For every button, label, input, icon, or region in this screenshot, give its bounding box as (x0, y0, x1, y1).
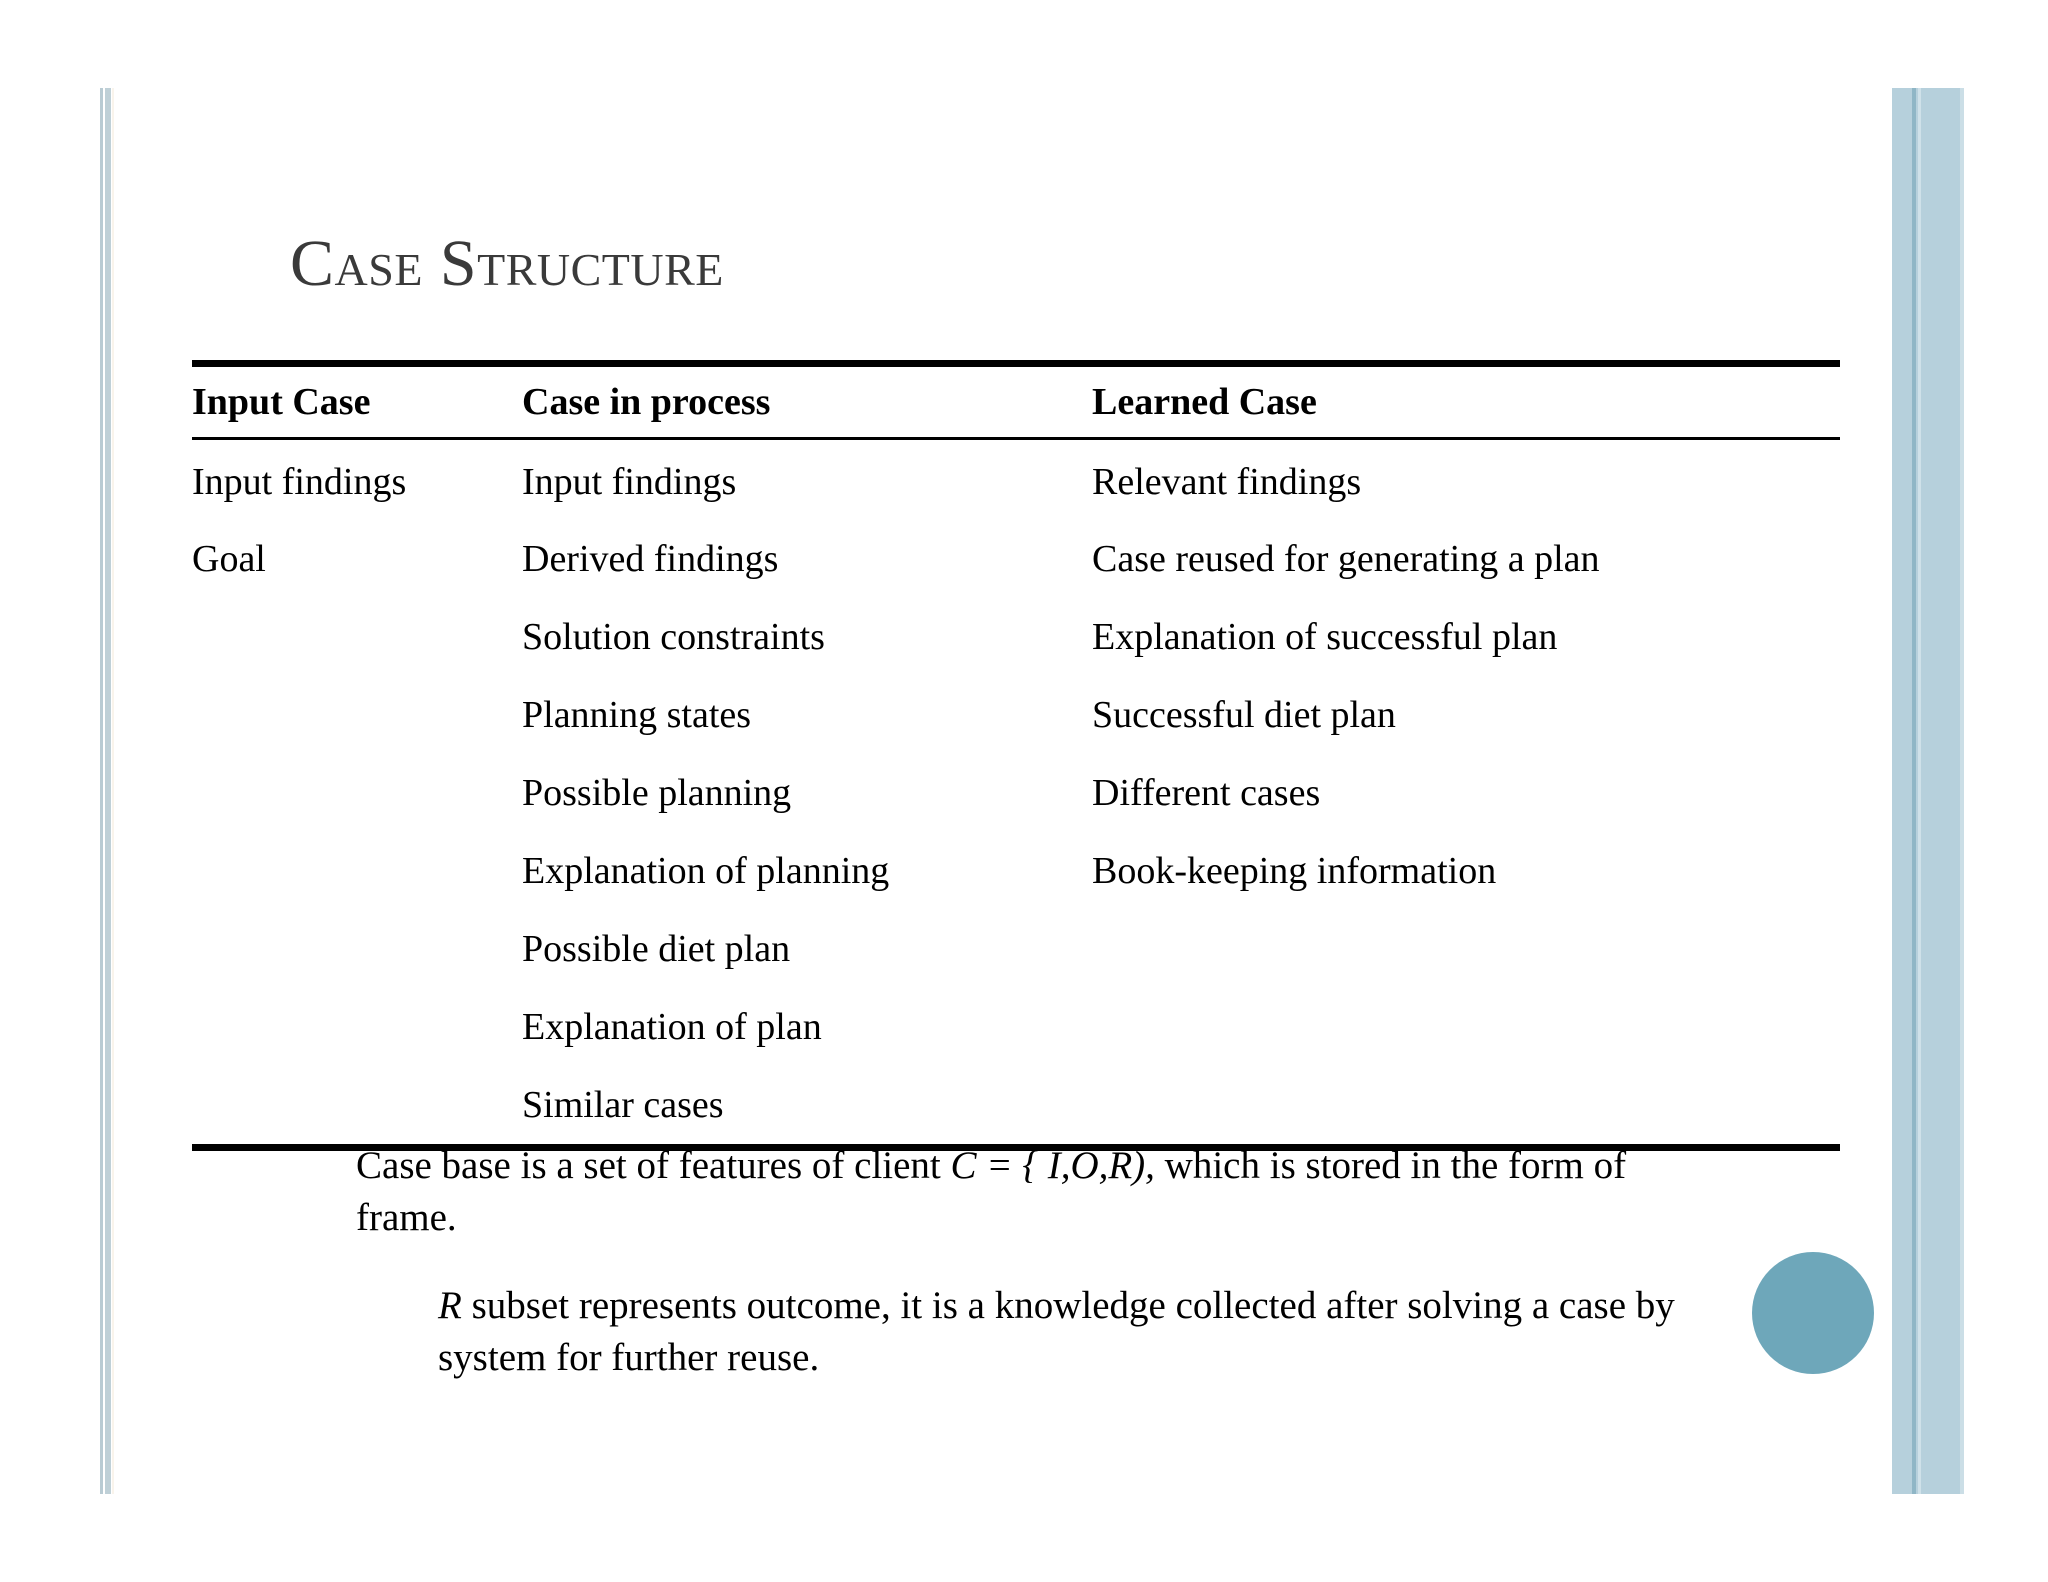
table-row: Goal Derived findings Case reused for ge… (192, 520, 1840, 598)
cell-input-case (192, 676, 522, 754)
table-row: Possible planning Different cases (192, 754, 1840, 832)
right-border-edge (1960, 88, 1964, 1494)
left-border-decoration (100, 88, 114, 1494)
table-row: Input findings Input findings Relevant f… (192, 440, 1840, 520)
table-row: Explanation of planning Book-keeping inf… (192, 832, 1840, 910)
cell-learned-case (1092, 1066, 1840, 1144)
cell-input-case (192, 832, 522, 910)
paragraph2-text: subset represents outcome, it is a knowl… (438, 1284, 1675, 1379)
right-border-rule-dark (1912, 88, 1916, 1494)
table-top-rule (192, 360, 1840, 367)
cell-input-case (192, 598, 522, 676)
paragraph1-text-after: which is stored in the form of frame. (356, 1144, 1627, 1239)
cell-case-in-process: Explanation of planning (522, 850, 890, 892)
paragraph-r-subset: R subset represents outcome, it is a kno… (438, 1280, 1688, 1384)
cell-input-case: Input findings (192, 461, 407, 503)
table-row: Planning states Successful diet plan (192, 676, 1840, 754)
table-row: Similar cases (192, 1066, 1840, 1144)
cell-learned-case: Successful diet plan (1092, 694, 1396, 736)
cell-case-in-process: Solution constraints (522, 616, 825, 658)
cell-learned-case (1092, 910, 1840, 988)
left-border-stripe-a (100, 88, 103, 1494)
column-header-input-case: Input Case (192, 381, 371, 423)
cell-learned-case: Explanation of successful plan (1092, 616, 1558, 658)
cell-learned-case: Book-keeping information (1092, 850, 1497, 892)
case-structure-table: Input Case Case in process Learned Case … (192, 360, 1840, 1151)
column-header-case-in-process: Case in process (522, 381, 771, 423)
table-body: Input findings Input findings Relevant f… (192, 440, 1840, 1144)
cell-input-case (192, 988, 522, 1066)
cell-learned-case: Different cases (1092, 772, 1321, 814)
paragraph2-symbol: R (438, 1284, 462, 1327)
cell-case-in-process: Explanation of plan (522, 1006, 822, 1048)
paragraph1-formula: C = { I,O,R), (950, 1144, 1155, 1187)
cell-learned-case: Case reused for generating a plan (1092, 538, 1600, 580)
cell-case-in-process: Possible diet plan (522, 928, 791, 970)
cell-case-in-process: Input findings (522, 461, 737, 503)
table-row: Solution constraints Explanation of succ… (192, 598, 1840, 676)
table: Input Case Case in process Learned Case (192, 367, 1840, 437)
table-row: Possible diet plan (192, 910, 1840, 988)
page-title: Case Structure (290, 227, 724, 300)
paragraph-case-base: Case base is a set of features of client… (356, 1140, 1656, 1244)
paragraph1-text-before: Case base is a set of features of client (356, 1144, 951, 1187)
right-border-decoration (1892, 88, 1964, 1494)
cell-case-in-process: Possible planning (522, 772, 792, 814)
cell-input-case (192, 754, 522, 832)
cell-input-case (192, 910, 522, 988)
left-border-stripe-b (105, 88, 111, 1494)
cell-case-in-process: Planning states (522, 694, 752, 736)
cell-learned-case (1092, 988, 1840, 1066)
table-header-row: Input Case Case in process Learned Case (192, 367, 1840, 437)
cell-case-in-process: Similar cases (522, 1084, 724, 1126)
decorative-circle (1752, 1252, 1874, 1374)
right-border-rule-light (1918, 88, 1921, 1494)
table-bottom-rule (192, 1144, 1840, 1151)
left-border-stripe-c (112, 88, 114, 1494)
cell-learned-case: Relevant findings (1092, 461, 1362, 503)
right-border-band (1892, 88, 1964, 1494)
cell-input-case (192, 1066, 522, 1144)
cell-case-in-process: Derived findings (522, 538, 779, 580)
column-header-learned-case: Learned Case (1092, 381, 1317, 423)
table-header-rule (192, 437, 1840, 440)
cell-input-case: Goal (192, 538, 266, 580)
table-row: Explanation of plan (192, 988, 1840, 1066)
